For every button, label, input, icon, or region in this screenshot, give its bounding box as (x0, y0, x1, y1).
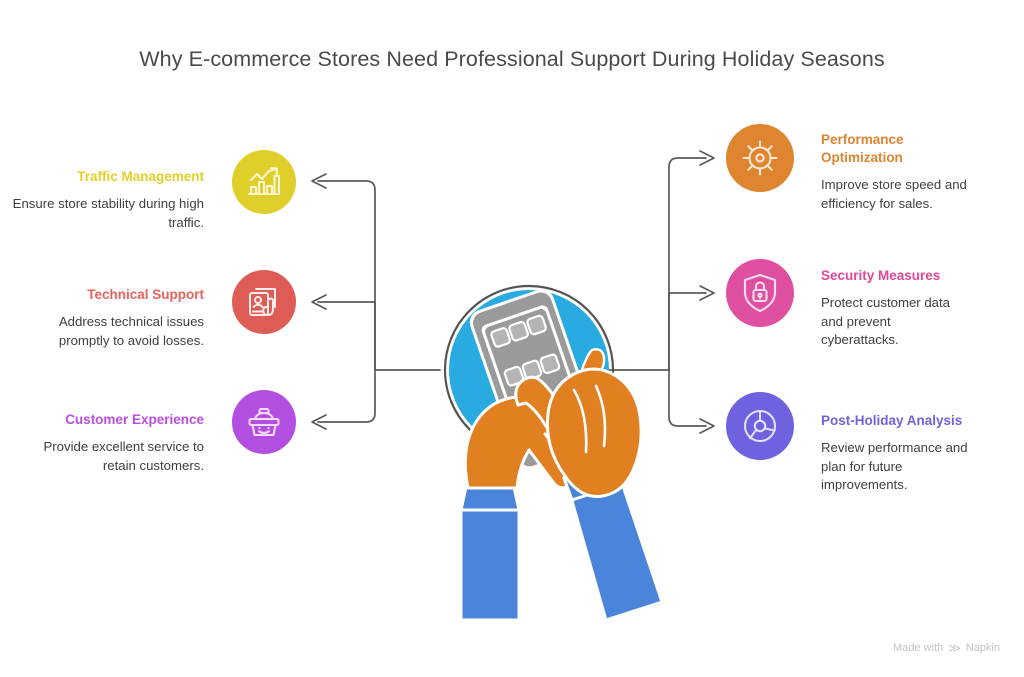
node-performance-optimization: Performance Optimization Improve store s… (821, 131, 1017, 213)
napkin-watermark: Made with ≫ Napkin (893, 641, 1000, 655)
shield-lock-icon (743, 273, 777, 313)
icon-circle-technical-support[interactable] (232, 270, 296, 334)
pie-chart-icon (743, 409, 777, 443)
node-body: Review performance and plan for future i… (821, 440, 968, 492)
node-customer-experience: Customer Experience Provide excellent se… (8, 411, 204, 475)
node-body: Protect customer data and prevent cybera… (821, 295, 951, 347)
node-security-measures: Security Measures Protect customer data … (821, 267, 1017, 350)
node-heading: Security Measures (821, 268, 941, 283)
node-heading: Technical Support (87, 287, 204, 302)
node-body: Ensure store stability during high traff… (12, 196, 204, 230)
node-body: Address technical issues promptly to avo… (58, 314, 204, 348)
icon-circle-performance-optimization[interactable] (726, 124, 794, 192)
icon-circle-traffic-management[interactable] (232, 150, 296, 214)
page-title: Why E-commerce Stores Need Professional … (139, 47, 885, 71)
node-body: Provide excellent service to retain cust… (43, 439, 204, 473)
icon-circle-post-holiday-analysis[interactable] (726, 392, 794, 460)
napkin-logo-icon: ≫ (948, 641, 961, 655)
node-heading: Post-Holiday Analysis (821, 413, 963, 428)
icon-circle-security-measures[interactable] (726, 259, 794, 327)
node-heading: Customer Experience (65, 412, 204, 427)
icon-circle-customer-experience[interactable] (232, 390, 296, 454)
node-heading: Performance Optimization (821, 132, 904, 165)
node-heading: Traffic Management (77, 169, 204, 184)
watermark-text: Made with (893, 642, 944, 654)
center-illustration-hands-phone (443, 284, 664, 620)
support-contact-card-icon (249, 288, 276, 316)
watermark-brand: Napkin (965, 642, 1000, 654)
node-technical-support: Technical Support Address technical issu… (8, 286, 204, 350)
bar-chart-growth-icon (247, 167, 281, 196)
node-body: Improve store speed and efficiency for s… (821, 177, 967, 211)
shopping-basket-smile-icon (248, 407, 280, 437)
node-traffic-management: Traffic Management Ensure store stabilit… (8, 168, 204, 232)
gear-settings-icon (742, 140, 778, 176)
node-post-holiday-analysis: Post-Holiday Analysis Review performance… (821, 412, 1017, 495)
right-hand-and-sleeve (545, 367, 664, 620)
